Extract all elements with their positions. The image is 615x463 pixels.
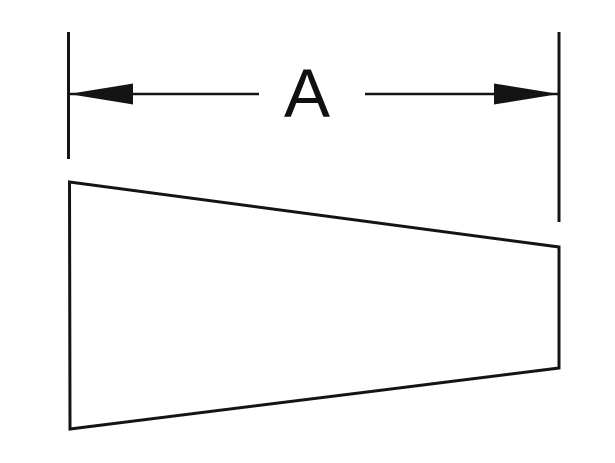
arrowhead-right-icon [494, 83, 559, 105]
tapered-part-outline [67, 180, 561, 431]
dimension-label: A [284, 55, 330, 132]
arrowhead-left-icon [68, 83, 133, 105]
